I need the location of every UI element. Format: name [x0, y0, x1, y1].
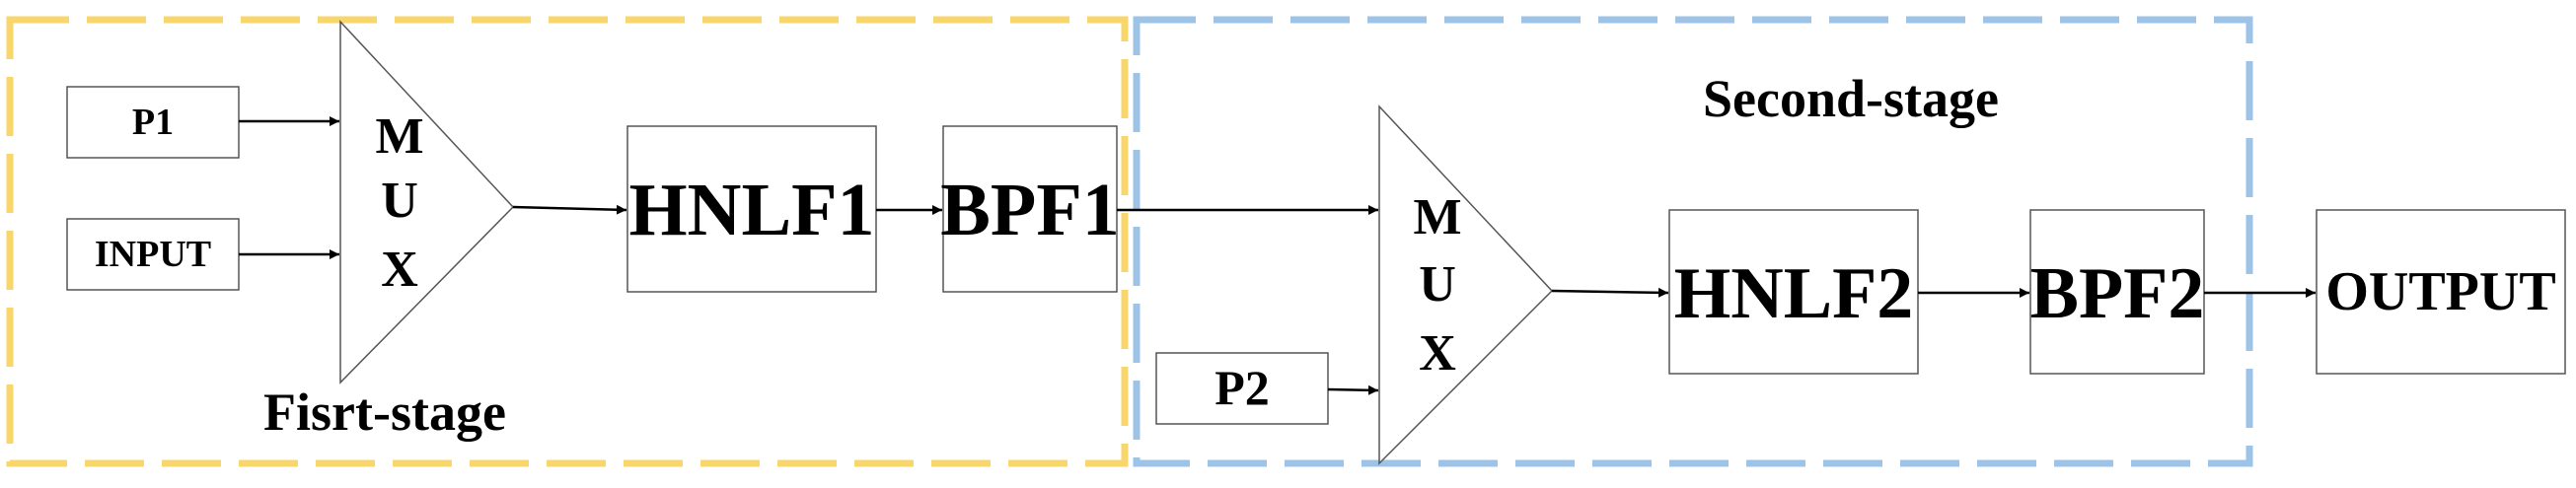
p1-box	[66, 86, 240, 159]
mux1-triangle	[339, 20, 515, 384]
bpf2-label: BPF2	[2030, 253, 2205, 334]
mux1-letter-u: U	[381, 173, 418, 229]
input-label: INPUT	[95, 234, 211, 275]
mux2-triangle	[1378, 105, 1554, 465]
arrow-mux1-hnlf1	[512, 204, 627, 215]
hnlf1-box	[626, 125, 877, 293]
output-label: OUTPUT	[2325, 261, 2555, 322]
hnlf2-box	[1668, 209, 1919, 375]
mux2-letter-x: X	[1419, 325, 1456, 382]
second-stage-border	[1133, 16, 2253, 467]
bpf1-label: BPF1	[940, 169, 1120, 251]
arrow-p2-mux2	[1327, 384, 1379, 395]
second-stage-label: Second-stage	[1703, 69, 1999, 128]
hnlf2-label: HNLF2	[1674, 253, 1914, 334]
bpf1-box	[942, 125, 1118, 293]
input-box	[66, 218, 240, 291]
p1-label: P1	[132, 102, 174, 143]
p2-box	[1155, 352, 1329, 425]
mux2-letter-m: M	[1413, 189, 1461, 245]
first-stage-label: Fisrt-stage	[263, 383, 506, 442]
mux2-letter-u: U	[1419, 256, 1456, 313]
arrow-mux2-hnlf2	[1551, 287, 1669, 298]
mux1-letter-x: X	[381, 242, 418, 298]
connection-arrows	[239, 116, 2316, 395]
p2-label: P2	[1214, 360, 1270, 415]
hnlf1-label: HNLF1	[628, 169, 874, 251]
mux1-letter-m: M	[375, 108, 423, 165]
output-box	[2316, 209, 2566, 375]
first-stage-border	[6, 16, 1129, 467]
bpf2-box	[2029, 209, 2205, 375]
